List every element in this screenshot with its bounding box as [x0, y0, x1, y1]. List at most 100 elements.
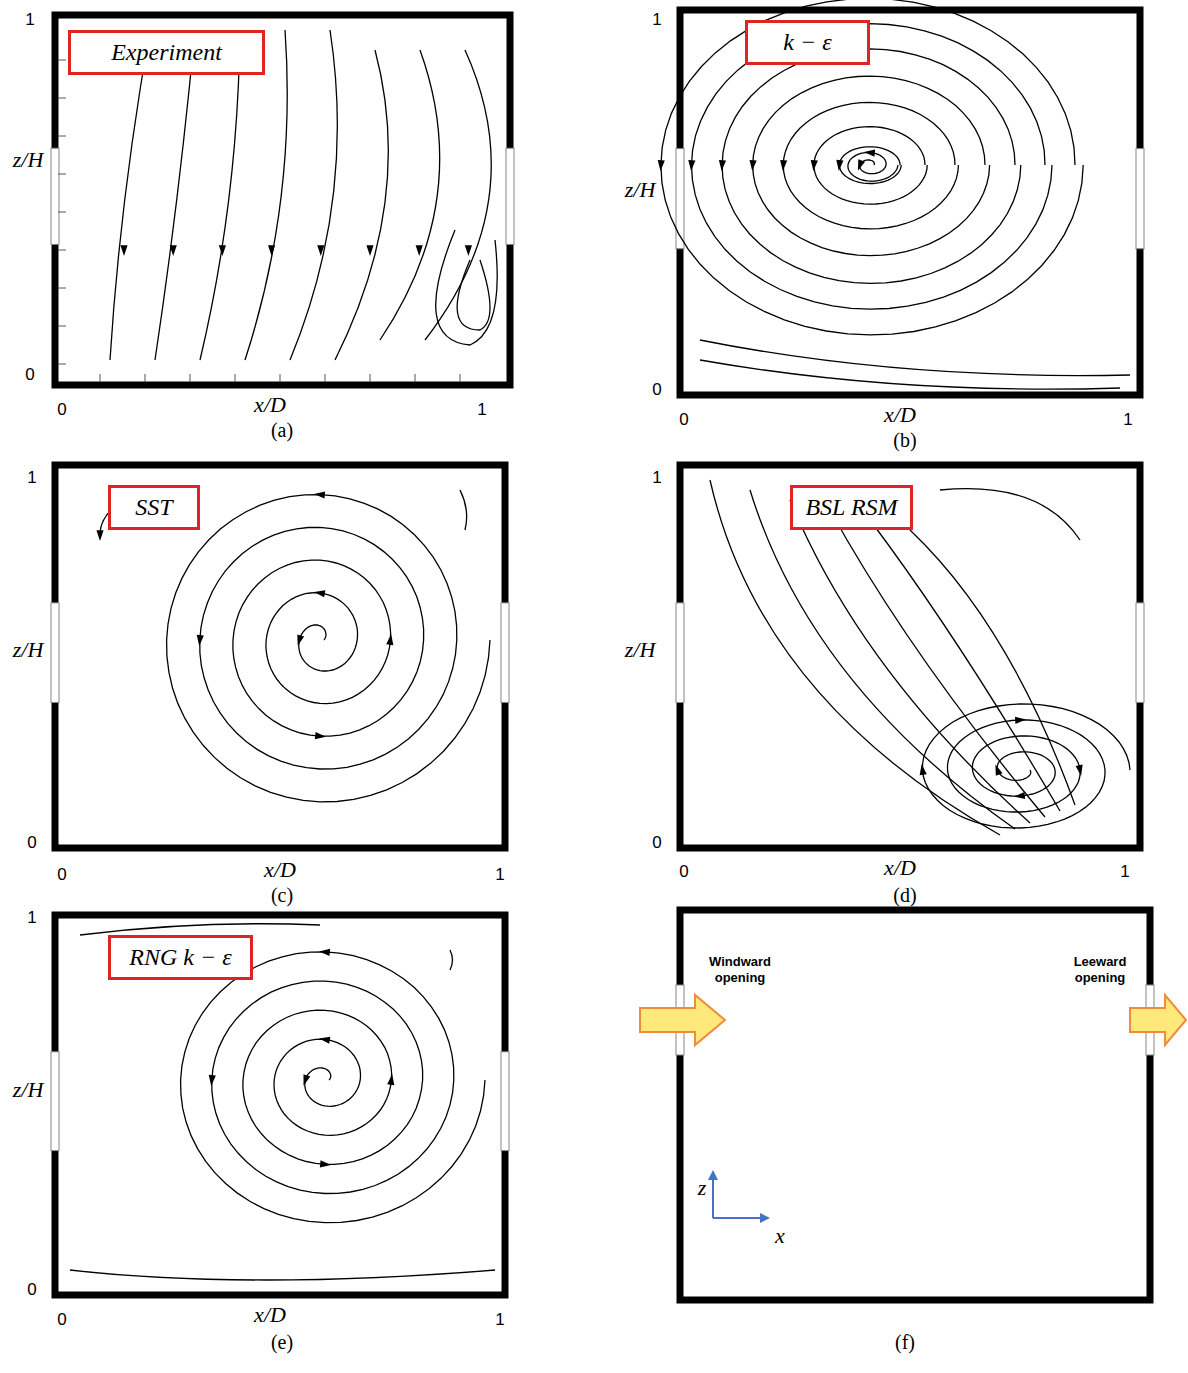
streamline — [457, 260, 490, 330]
streamline — [167, 495, 490, 802]
model-label-box: Experiment — [68, 30, 265, 75]
axis-label: x/D — [254, 1302, 286, 1328]
axis-label: (b) — [893, 429, 916, 452]
outflow-arrow — [1130, 995, 1186, 1045]
streamline — [710, 480, 1000, 835]
tick-mark — [325, 374, 326, 382]
streamline — [692, 24, 1053, 310]
axis-label: (d) — [893, 884, 916, 907]
tick-mark — [58, 60, 66, 61]
axis-label: 1 — [1123, 410, 1132, 430]
axis-head — [760, 1213, 770, 1223]
tick-mark — [58, 364, 66, 365]
streamline — [460, 490, 467, 530]
annotation: z — [698, 1175, 707, 1201]
model-name: k − ε — [760, 29, 855, 56]
axis-label: 1 — [477, 400, 486, 420]
flow-arrow — [314, 590, 325, 597]
flow-arrow — [319, 1037, 330, 1044]
axis-label: 0 — [57, 400, 66, 420]
axis-label: 1 — [652, 468, 661, 488]
axis-label: 0 — [57, 865, 66, 885]
axis-label: x/D — [264, 857, 296, 883]
streamline — [380, 50, 440, 340]
axis-label: 1 — [27, 468, 36, 488]
tick-mark — [280, 374, 281, 382]
axis-label: 0 — [652, 833, 661, 853]
axis-label: (a) — [271, 419, 293, 442]
flow-arrow — [387, 1074, 394, 1085]
axis-label: 0 — [25, 365, 34, 385]
inflow-arrow — [640, 995, 725, 1045]
axis-label: 0 — [652, 380, 661, 400]
tick-mark — [58, 212, 66, 213]
axis-z — [712, 1178, 714, 1218]
model-label-box: BSL RSM — [790, 485, 913, 530]
streamline — [155, 30, 195, 360]
streamline — [839, 147, 901, 184]
streamline — [910, 530, 1075, 805]
tick-mark — [58, 326, 66, 327]
flow-arrow — [96, 530, 103, 541]
streamline — [200, 30, 240, 360]
annotation: x — [775, 1223, 785, 1249]
streamline — [335, 50, 388, 360]
room-wall — [55, 915, 505, 1295]
model-label-box: RNG k − ε — [108, 935, 253, 980]
axis-label: z/H — [13, 1077, 44, 1103]
streamline — [110, 30, 150, 360]
room-wall — [680, 910, 1150, 1300]
model-label-box: k − ε — [745, 20, 870, 65]
flow-arrow — [297, 634, 304, 645]
flow-arrow — [268, 245, 275, 256]
opening — [676, 603, 684, 703]
room-wall — [55, 465, 505, 848]
axis-label: x/D — [884, 855, 916, 881]
flow-arrow — [719, 160, 726, 171]
annotation: Leeward opening — [1060, 954, 1140, 985]
axis-head — [708, 1170, 718, 1180]
axis-label: (c) — [271, 884, 293, 907]
axis-label: 0 — [27, 833, 36, 853]
flow-arrow — [836, 160, 843, 171]
model-name: BSL RSM — [805, 494, 898, 521]
streamline — [814, 127, 927, 205]
tick-mark — [415, 374, 416, 382]
streamline — [425, 50, 491, 340]
streamline — [848, 153, 898, 182]
streamline — [722, 49, 1021, 284]
axis-label: 1 — [27, 908, 36, 928]
model-name: RNG k − ε — [123, 944, 238, 971]
streamline — [870, 520, 1060, 811]
axis-label: x/D — [254, 392, 286, 418]
tick-mark — [58, 136, 66, 137]
opening — [501, 603, 509, 703]
room-wall — [680, 10, 1140, 395]
opening — [51, 603, 59, 703]
flow-arrow — [811, 160, 818, 171]
tick-mark — [370, 374, 371, 382]
streamline — [70, 1270, 495, 1280]
axis-label: 0 — [57, 1310, 66, 1330]
axis-label: z/H — [13, 147, 44, 173]
flow-arrow — [219, 245, 226, 256]
opening — [676, 149, 684, 249]
streamline — [450, 950, 453, 970]
flow-arrow — [780, 160, 787, 171]
flow-arrow — [317, 245, 324, 256]
axis-label: (e) — [271, 1331, 293, 1354]
flow-arrow — [1076, 765, 1083, 776]
axis-label: 0 — [27, 1280, 36, 1300]
flow-arrow — [920, 764, 927, 775]
flow-arrow — [995, 764, 1002, 775]
streamline — [245, 30, 287, 360]
streamline — [436, 230, 498, 345]
tick-mark — [58, 288, 66, 289]
flow-arrow — [319, 949, 330, 956]
tick-mark — [145, 374, 146, 382]
streamline — [750, 490, 1015, 829]
streamline — [783, 102, 958, 228]
streamline — [753, 76, 990, 256]
flow-arrow — [864, 150, 875, 157]
axis-label: z/H — [625, 177, 656, 203]
